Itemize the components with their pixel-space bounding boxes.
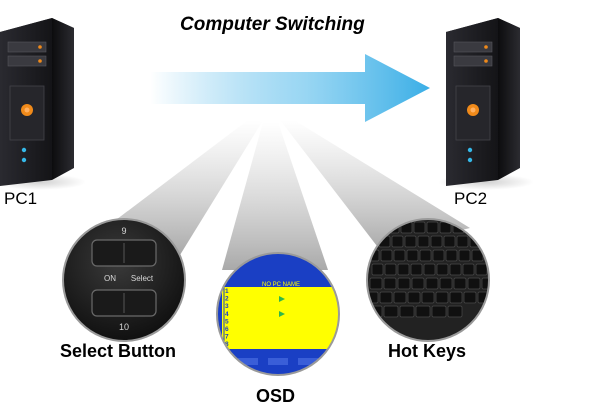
- osd-label: OSD: [256, 386, 296, 406]
- led-icon: [484, 45, 488, 49]
- keyboard-key: [379, 291, 393, 304]
- keyboard-key: [407, 291, 421, 304]
- keyboard-key: [432, 249, 445, 262]
- keyboard-key: [458, 249, 471, 262]
- keyboard-key: [484, 249, 489, 262]
- keyboard-key: [411, 277, 425, 290]
- keyboard-key: [478, 221, 489, 234]
- button-number-top: 9: [121, 226, 126, 236]
- pc1-label: PC1: [4, 189, 38, 208]
- pc2-label: PC2: [454, 189, 488, 208]
- keyboard-key: [463, 291, 477, 304]
- keyboard-key: [426, 221, 439, 234]
- osd-row-number: 4: [225, 311, 229, 318]
- keyboard-key: [419, 249, 432, 262]
- pc1-tower: [0, 18, 86, 190]
- osd-row-number: 6: [225, 326, 229, 333]
- keyboard-key: [453, 277, 467, 290]
- keyboard-key: [397, 263, 410, 276]
- osd-row-number: 5: [225, 318, 229, 325]
- keyboard-key: [475, 263, 488, 276]
- keyboard-key: [430, 235, 443, 248]
- select-button-panel: 9 ON Select 10: [62, 218, 186, 342]
- keyboard-key: [383, 277, 397, 290]
- keyboard-key: [482, 235, 489, 248]
- led-icon: [38, 45, 42, 49]
- keyboard-key: [456, 235, 469, 248]
- keyboard-key: [447, 305, 463, 318]
- keyboard-key: [393, 249, 406, 262]
- osd-header: NO PC NAME: [262, 282, 300, 288]
- osd-row-number: 7: [225, 334, 229, 341]
- select-button-label: Select Button: [60, 341, 177, 361]
- keyboard-key: [435, 291, 449, 304]
- led-icon: [38, 59, 42, 63]
- keyboard-key: [449, 291, 463, 304]
- keyboard-key: [415, 305, 431, 318]
- osd-row-number: 8: [225, 341, 229, 348]
- keyboard-key: [371, 263, 384, 276]
- keyboard-key: [467, 277, 481, 290]
- keyboard-key: [380, 249, 393, 262]
- keyboard-key: [384, 263, 397, 276]
- keyboard-key: [431, 305, 447, 318]
- keyboard-key: [425, 277, 439, 290]
- keyboard-key: [445, 249, 458, 262]
- led-icon: [467, 147, 473, 153]
- led-icon: [21, 147, 27, 153]
- page-title: Computer Switching: [180, 14, 365, 35]
- beam-hot-keys: [280, 120, 470, 250]
- selection-arrow-icon: [279, 311, 285, 317]
- osd-row-number: 3: [225, 303, 229, 310]
- switching-arrow: [150, 54, 430, 122]
- osd-row-number: 2: [225, 296, 229, 303]
- led-icon: [484, 59, 488, 63]
- beam-osd: [222, 122, 328, 270]
- osd-row-number: 1: [225, 288, 229, 295]
- keyboard-key: [443, 235, 456, 248]
- led-icon: [21, 157, 27, 163]
- pc2-tower: [438, 18, 534, 190]
- keyboard-key: [369, 277, 383, 290]
- keyboard-key: [406, 249, 419, 262]
- selection-arrow-icon: [279, 296, 285, 302]
- keyboard-key: [449, 263, 462, 276]
- button-number-bottom: 10: [119, 322, 129, 332]
- hot-keys-label: Hot Keys: [388, 341, 467, 361]
- led-icon: [467, 157, 473, 163]
- keyboard-key: [413, 221, 426, 234]
- keyboard-key: [436, 263, 449, 276]
- keyboard-key: [439, 277, 453, 290]
- keyboard-key: [383, 305, 399, 318]
- hot-keys-panel: [366, 218, 490, 342]
- on-label: ON: [104, 274, 116, 283]
- keyboard-key: [391, 235, 404, 248]
- keyboard-key: [421, 291, 435, 304]
- keyboard-key: [397, 277, 411, 290]
- keyboard-key: [423, 263, 436, 276]
- keyboard-key: [462, 263, 475, 276]
- keyboard-key: [417, 235, 430, 248]
- keyboard-key: [393, 291, 407, 304]
- keyboard-key: [399, 305, 415, 318]
- keyboard-key: [404, 235, 417, 248]
- select-label: Select: [131, 274, 154, 283]
- keyboard-key: [410, 263, 423, 276]
